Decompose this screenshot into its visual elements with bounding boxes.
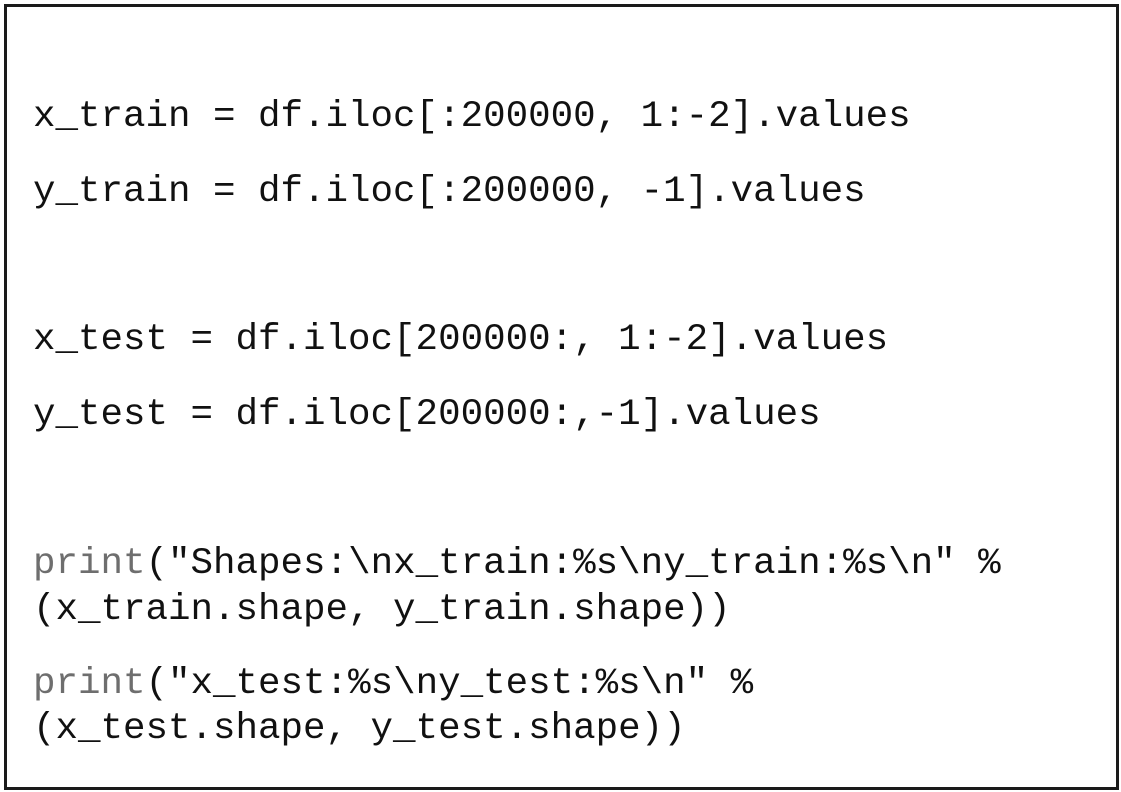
code-line-test-shapes: (x_test.shape, y_test.shape)) bbox=[33, 708, 686, 750]
print-keyword: print bbox=[33, 663, 146, 705]
code-line-print-test: print("x_test:%s\ny_test:%s\n" % bbox=[33, 661, 753, 707]
code-block: x_train = df.iloc[:200000, 1:-2].values … bbox=[4, 4, 1119, 790]
code-line-y-train: y_train = df.iloc[:200000, -1].values bbox=[33, 171, 866, 213]
code-line-x-train: x_train = df.iloc[:200000, 1:-2].values bbox=[33, 96, 911, 138]
print-shapes-args: ("Shapes:\nx_train:%s\ny_train:%s\n" % bbox=[145, 543, 1001, 585]
print-keyword: print bbox=[33, 543, 146, 585]
code-line-x-test: x_test = df.iloc[200000:, 1:-2].values bbox=[33, 319, 889, 361]
code-line-print-shapes: print("Shapes:\nx_train:%s\ny_train:%s\n… bbox=[33, 541, 1001, 587]
code-line-y-test: y_test = df.iloc[200000:,-1].values bbox=[33, 394, 821, 436]
print-test-args: ("x_test:%s\ny_test:%s\n" % bbox=[145, 663, 754, 705]
code-line-train-shapes: (x_train.shape, y_train.shape)) bbox=[33, 589, 731, 631]
